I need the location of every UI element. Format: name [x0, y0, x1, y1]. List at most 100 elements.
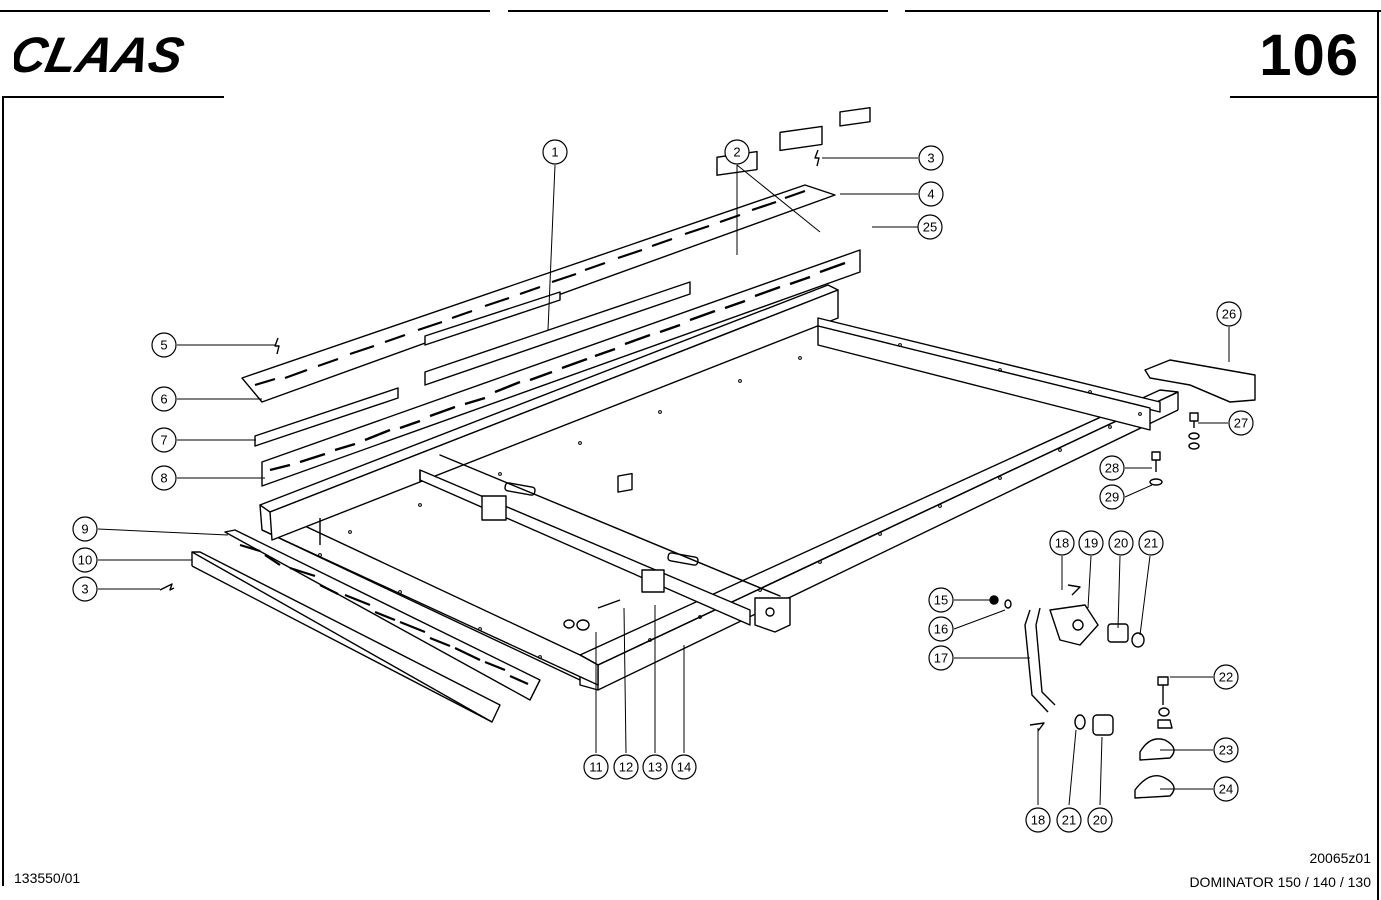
part-2-plate-b — [779, 125, 823, 152]
callout-circle — [724, 139, 750, 165]
part-4-grain — [254, 189, 806, 387]
callout-19: 19 — [1078, 530, 1104, 556]
callout-circle — [1087, 807, 1113, 833]
callout-circle — [72, 516, 98, 542]
page-number: 106 — [1259, 23, 1359, 88]
callout-label: 1 — [551, 145, 558, 160]
callout-8: 8 — [151, 465, 177, 491]
callout-circle — [1228, 410, 1254, 436]
callout-circle — [583, 754, 609, 780]
callout-22: 22 — [1213, 664, 1239, 690]
header-rule-right — [1230, 96, 1378, 98]
callout-16: 16 — [928, 616, 954, 642]
brand-logo-mark: CLAAS — [5, 27, 189, 83]
callout-label: 2 — [733, 145, 740, 160]
callout-circle — [1099, 455, 1125, 481]
callout-29: 29 — [1099, 484, 1125, 510]
callout-circle — [917, 214, 943, 240]
callout-label: 14 — [677, 760, 691, 775]
part-10-angle — [191, 551, 501, 723]
callout-circle — [1078, 530, 1104, 556]
callout-15: 15 — [928, 587, 954, 613]
callout-label: 22 — [1219, 670, 1233, 685]
callout-label: 17 — [934, 651, 948, 666]
part-26-bracket — [1144, 359, 1256, 403]
callout-label: 10 — [78, 553, 92, 568]
callout-3: 3 — [72, 576, 98, 602]
callout-circle — [151, 427, 177, 453]
callout-3: 3 — [918, 145, 944, 171]
callout-label: 15 — [934, 593, 948, 608]
callout-circle — [1025, 807, 1051, 833]
callout-label: 16 — [934, 622, 948, 637]
parts-11-13 — [563, 472, 633, 631]
callout-circle — [671, 754, 697, 780]
part-3-screw-top — [814, 149, 820, 167]
callout-circle — [918, 145, 944, 171]
lever-assembly — [989, 584, 1145, 736]
top-rule-right — [905, 10, 1381, 12]
callout-circle — [151, 465, 177, 491]
leader-lines — [97, 157, 1230, 806]
model-designation: DOMINATOR 150 / 140 / 130 — [1189, 874, 1371, 890]
callout-circle — [1099, 484, 1125, 510]
callout-21: 21 — [1138, 530, 1164, 556]
callout-label: 19 — [1084, 536, 1098, 551]
callout-label: 8 — [160, 471, 167, 486]
callout-11: 11 — [583, 754, 609, 780]
callout-circle — [613, 754, 639, 780]
part-3-screw-left — [159, 583, 175, 591]
callout-label: 25 — [923, 220, 937, 235]
callout-label: 29 — [1105, 490, 1119, 505]
part-6-strip — [424, 291, 561, 346]
callout-label: 18 — [1055, 536, 1069, 551]
callout-circle — [1213, 664, 1239, 690]
brand-logo: CLAAS — [5, 27, 234, 85]
callout-circle — [928, 645, 954, 671]
callout-27: 27 — [1228, 410, 1254, 436]
callout-label: 7 — [160, 433, 167, 448]
part-5-screw — [274, 337, 280, 355]
callout-7: 7 — [151, 427, 177, 453]
callout-circle — [72, 576, 98, 602]
header-rule-left — [2, 96, 224, 98]
part-7-strip — [254, 387, 399, 447]
callout-28: 28 — [1099, 455, 1125, 481]
brand-text: CLAAS — [14, 30, 189, 80]
callout-24: 24 — [1213, 776, 1239, 802]
callout-label: 20 — [1114, 536, 1128, 551]
callout-10: 10 — [72, 547, 98, 573]
callout-label: 21 — [1144, 536, 1158, 551]
callout-5: 5 — [151, 332, 177, 358]
callout-label: 12 — [619, 760, 633, 775]
top-rule-left — [0, 10, 490, 12]
callout-label: 3 — [81, 582, 88, 597]
callout-12: 12 — [613, 754, 639, 780]
callout-23: 23 — [1213, 737, 1239, 763]
callout-20: 20 — [1108, 530, 1134, 556]
callout-label: 18 — [1031, 813, 1045, 828]
bolt-set-27-29 — [1149, 412, 1200, 486]
callout-26: 26 — [1216, 301, 1242, 327]
callout-circle — [1216, 301, 1242, 327]
callout-14: 14 — [671, 754, 697, 780]
callout-label: 11 — [589, 760, 603, 775]
drawing-number: 20065z01 — [1309, 850, 1371, 866]
callout-6: 6 — [151, 386, 177, 412]
main-frame — [259, 284, 1179, 691]
callout-circle — [542, 139, 568, 165]
callout-circle — [1056, 807, 1082, 833]
callout-label: 9 — [81, 522, 88, 537]
callout-circle — [1213, 776, 1239, 802]
part-8-grain — [269, 261, 846, 472]
callout-label: 24 — [1219, 782, 1233, 797]
parts-22-24 — [1134, 676, 1175, 799]
left-frame — [2, 96, 4, 886]
callout-label: 13 — [648, 760, 662, 775]
callout-circle — [151, 332, 177, 358]
callout-21: 21 — [1056, 807, 1082, 833]
part-9-grain — [239, 543, 529, 686]
callout-label: 20 — [1093, 813, 1107, 828]
